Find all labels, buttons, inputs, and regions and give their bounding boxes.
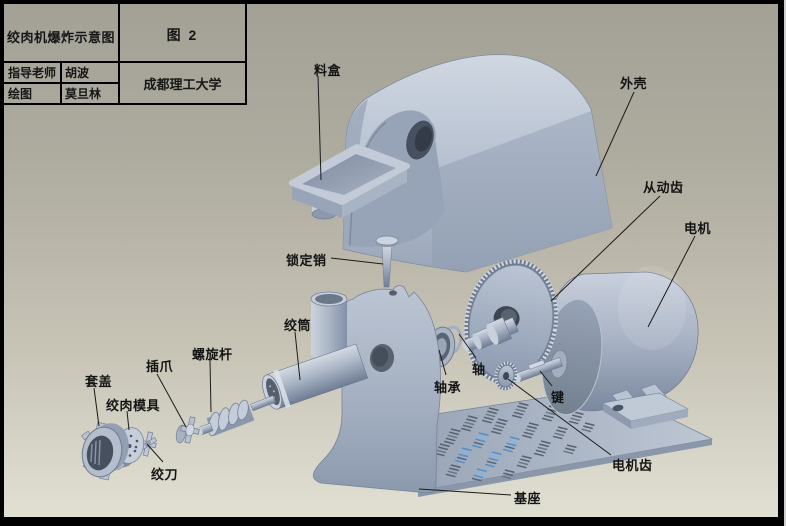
ring-cover-3d	[81, 421, 129, 481]
advisor-name: 胡波	[65, 66, 90, 80]
part-label-16: 基座	[514, 491, 542, 506]
title-block: 绞肉机爆炸示意图 图 2 指导老师 胡波 绘图 莫旦林 成都理工大学	[4, 4, 247, 105]
motor-gear-3d	[494, 361, 518, 391]
frame-border-right	[778, 0, 784, 526]
part-label-5: 锁定销	[286, 253, 327, 268]
stand-bore-hole	[369, 344, 395, 372]
part-label-12: 轴承	[434, 380, 462, 395]
part-label-8: 插爪	[146, 359, 174, 374]
frame-border-top	[0, 0, 786, 4]
leader-line-11	[146, 443, 164, 463]
leader-line-12	[438, 349, 447, 376]
leader-lines	[93, 75, 696, 496]
motor-3d	[541, 266, 699, 416]
leader-line-8	[156, 373, 187, 428]
part-label-11: 绞刀	[151, 467, 179, 482]
frame-border-right-edge	[784, 0, 786, 526]
barrel-3d	[262, 343, 369, 410]
drawing-title: 绞肉机爆炸示意图	[7, 30, 116, 45]
ventilation-slots	[434, 402, 595, 482]
drafter-name: 莫旦林	[65, 87, 102, 101]
auger-3d	[198, 395, 276, 437]
leader-line-9	[93, 387, 100, 427]
leader-line-16	[418, 488, 512, 496]
key-3d	[527, 359, 546, 370]
leader-line-3	[550, 195, 661, 302]
part-label-10: 绞肉模具	[106, 398, 161, 413]
motor-feet-3d	[602, 383, 689, 429]
part-label-3: 从动齿	[643, 180, 684, 195]
leader-line-13	[458, 333, 477, 359]
frame-border-bottom	[0, 517, 786, 526]
locking-pin-3d	[375, 235, 399, 288]
leader-line-6	[294, 331, 301, 381]
frame-border-left	[0, 0, 4, 526]
part-label-13: 轴	[472, 362, 486, 377]
part-label-14: 键	[551, 390, 565, 405]
shell-bore-hole	[404, 118, 436, 162]
part-label-1: 料盒	[314, 63, 342, 78]
part-label-7: 螺旋杆	[192, 347, 233, 362]
leader-line-5	[330, 257, 384, 265]
part-label-15: 电机齿	[612, 458, 653, 473]
part-label-6: 绞筒	[284, 318, 312, 333]
leader-line-7	[209, 359, 212, 413]
organization-name: 成都理工大学	[143, 77, 222, 92]
stand-ear-hole	[389, 290, 397, 296]
feed-tube-3d	[310, 291, 348, 363]
leader-line-4	[647, 235, 696, 328]
leader-line-2	[595, 91, 635, 177]
hopper-tray-3d	[289, 144, 410, 220]
claw-3d	[175, 416, 200, 444]
title-block-vline-1	[118, 4, 120, 103]
leader-line-1	[317, 75, 322, 181]
title-block-hline-1	[4, 61, 245, 63]
figure-number: 图 2	[166, 27, 199, 43]
shaft-3d	[462, 317, 519, 352]
drafter-label: 绘图	[8, 87, 33, 101]
leader-line-10	[126, 410, 130, 431]
part-label-4: 电机	[684, 221, 712, 236]
leader-line-14	[539, 370, 553, 387]
advisor-label: 指导老师	[8, 66, 57, 80]
leader-line-15	[507, 378, 612, 456]
part-label-9: 套盖	[85, 374, 113, 389]
part-label-2: 外壳	[620, 76, 648, 91]
title-block-vline-2	[60, 61, 62, 103]
